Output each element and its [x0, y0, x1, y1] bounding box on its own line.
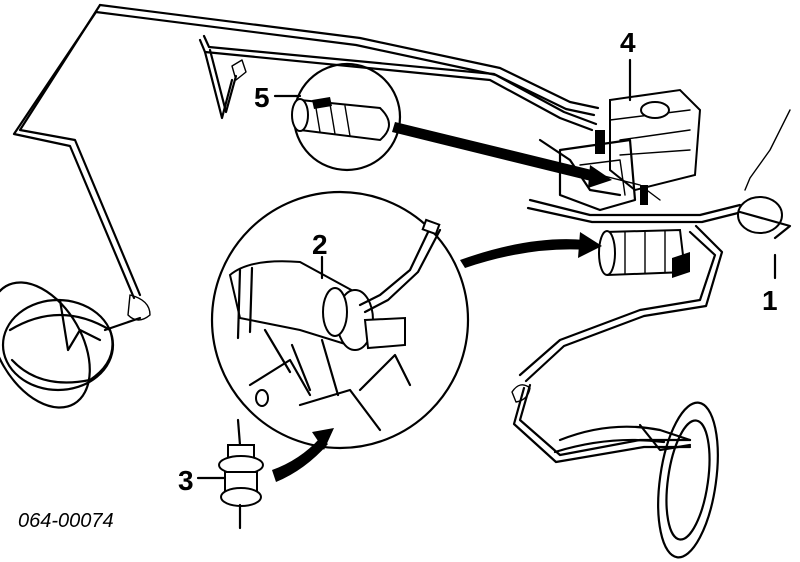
detail-circle-2	[210, 190, 602, 450]
callout-leaders	[196, 58, 777, 480]
abs-hydraulic-unit	[558, 88, 702, 212]
callout-3: 3	[178, 465, 194, 496]
part-number: 064-00074	[18, 510, 114, 532]
callout-2: 2	[312, 229, 328, 260]
master-cylinder	[598, 196, 792, 278]
detail-circle-5	[291, 62, 612, 188]
speed-sensor-part	[218, 418, 334, 530]
left-wheel-assembly	[0, 281, 151, 409]
callout-4: 4	[620, 27, 636, 58]
callout-1: 1	[762, 285, 778, 316]
callout-5: 5	[254, 82, 270, 113]
right-wheel-assembly	[511, 384, 719, 559]
